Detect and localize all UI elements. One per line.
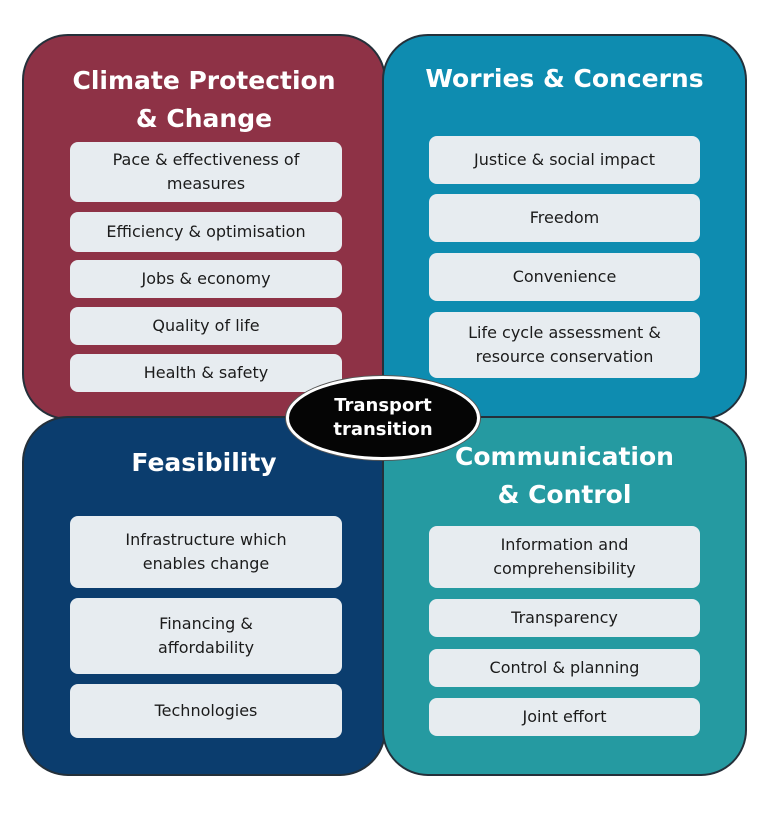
climate-item-health: Health & safety [70,354,342,392]
quadrant-communication-control: Communication & Control Information and … [382,416,747,776]
climate-item-list: Pace & effectiveness of measures Efficie… [70,36,342,418]
quadrant-title-communication: Communication & Control [455,442,674,509]
feasibility-item-list: Infrastructure which enables change Fina… [70,418,342,774]
feasibility-item-financing: Financing & affordability [70,598,342,674]
worries-item-convenience: Convenience [429,253,700,301]
communication-item-list: Information and comprehensibility Transp… [429,418,700,774]
climate-item-jobs: Jobs & economy [70,260,342,298]
worries-item-life-cycle: Life cycle assessment & resource conserv… [429,312,700,378]
quadrant-worries-concerns: Worries & Concerns Justice & social impa… [382,34,747,420]
quadrant-climate-protection: Climate Protection & Change Pace & effec… [22,34,386,420]
climate-item-quality: Quality of life [70,307,342,345]
worries-item-justice: Justice & social impact [429,136,700,184]
feasibility-item-technologies: Technologies [70,684,342,738]
communication-item-transparency: Transparency [429,599,700,637]
feasibility-item-infrastructure: Infrastructure which enables change [70,516,342,588]
climate-item-pace: Pace & effectiveness of measures [70,142,342,202]
communication-item-joint-effort: Joint effort [429,698,700,736]
climate-item-efficiency: Efficiency & optimisation [70,212,342,252]
communication-item-control-planning: Control & planning [429,649,700,687]
quadrant-feasibility: Feasibility Infrastructure which enables… [22,416,386,776]
quadrant-title-climate: Climate Protection & Change [72,66,336,133]
quadrant-title-feasibility: Feasibility [131,448,277,477]
worries-item-freedom: Freedom [429,194,700,242]
worries-item-list: Justice & social impact Freedom Convenie… [429,36,700,418]
center-oval: Transport transition [286,376,480,460]
center-label: Transport transition [333,395,433,440]
communication-item-information: Information and comprehensibility [429,526,700,588]
quadrant-title-worries: Worries & Concerns [425,64,704,93]
